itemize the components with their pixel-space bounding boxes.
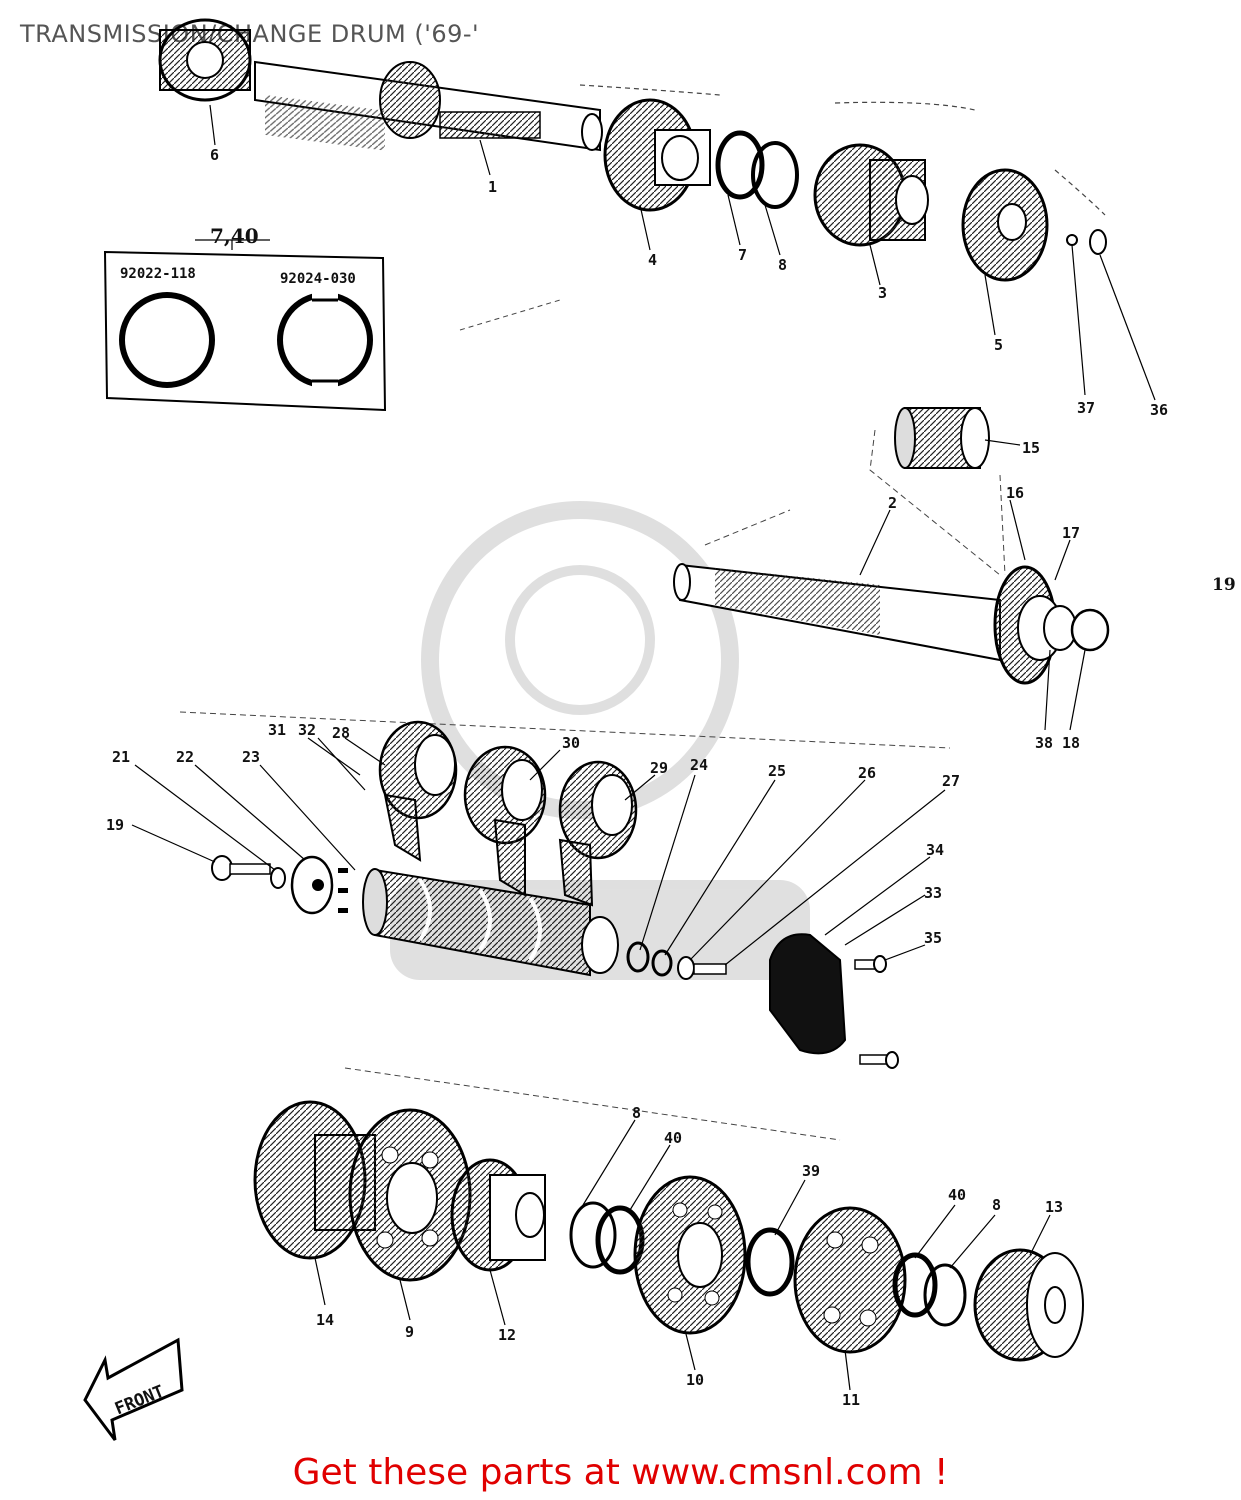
plate-22 — [290, 855, 334, 915]
callout-27: 27 — [942, 772, 960, 790]
callout-39: 39 — [802, 1162, 820, 1180]
washer-21 — [270, 867, 286, 889]
washer-25 — [651, 949, 673, 977]
callout-8-top: 8 — [778, 256, 787, 274]
callout-6: 6 — [210, 146, 219, 164]
callout-8-mid: 8 — [632, 1104, 641, 1122]
gear-10 — [633, 1175, 747, 1335]
inset-circlip-box — [103, 239, 387, 412]
screw-35 — [854, 955, 899, 1069]
footer-link[interactable]: Get these parts at www.cmsnl.com ! — [292, 1452, 949, 1493]
callout-21: 21 — [112, 748, 130, 766]
callout-30: 30 — [562, 734, 580, 752]
callout-14: 14 — [316, 1311, 334, 1329]
nut-18 — [1070, 608, 1110, 652]
callout-3: 3 — [878, 284, 887, 302]
washer-39 — [745, 1227, 795, 1297]
shift-fork-29 — [558, 760, 638, 907]
gear-3 — [813, 143, 929, 247]
callout-2: 2 — [888, 494, 897, 512]
callout-26: 26 — [858, 764, 876, 782]
callout-5: 5 — [994, 336, 1003, 354]
shift-fork-30 — [463, 745, 547, 897]
callout-33: 33 — [924, 884, 942, 902]
callout-31: 31 — [268, 721, 286, 739]
gear-13 — [973, 1248, 1084, 1362]
gear-6 — [158, 18, 252, 102]
callout-12: 12 — [498, 1326, 516, 1344]
inset-ref-label: 7,40 — [210, 224, 259, 248]
callout-15: 15 — [1022, 439, 1040, 457]
callout-8-right: 8 — [992, 1196, 1001, 1214]
callout-11: 11 — [842, 1391, 860, 1409]
callout-16: 16 — [1006, 484, 1024, 502]
callout-7: 7 — [738, 246, 747, 264]
drive-shaft-2 — [673, 563, 1001, 662]
front-arrow-icon — [83, 1337, 184, 1441]
circlip-8b — [569, 1201, 617, 1269]
circlip-36 — [1089, 229, 1107, 255]
gear-5 — [961, 168, 1049, 282]
callout-36: 36 — [1150, 401, 1168, 419]
pin-23 — [338, 868, 348, 913]
callout-24: 24 — [690, 756, 708, 774]
callout-22: 22 — [176, 748, 194, 766]
callout-10: 10 — [686, 1371, 704, 1389]
washer-24 — [626, 941, 650, 973]
callout-28: 28 — [332, 724, 350, 742]
washer-40b — [892, 1252, 938, 1318]
washer-7 — [715, 130, 765, 200]
bolt-26 — [677, 956, 727, 980]
callout-17: 17 — [1062, 524, 1080, 542]
callout-38: 38 — [1035, 734, 1053, 752]
callout-9: 9 — [405, 1323, 414, 1341]
callout-40-left: 40 — [664, 1129, 682, 1147]
change-drum — [362, 868, 619, 977]
inset-part-number-left: 92022-118 — [120, 266, 196, 282]
callout-23: 23 — [242, 748, 260, 766]
callout-37: 37 — [1077, 399, 1095, 417]
side-ref-19: 19 — [1212, 575, 1236, 595]
callout-1: 1 — [488, 178, 497, 196]
main-shaft-1 — [254, 60, 603, 152]
callout-40-right: 40 — [948, 1186, 966, 1204]
gear-11 — [793, 1206, 907, 1354]
callout-13: 13 — [1045, 1198, 1063, 1216]
gear-12 — [450, 1158, 546, 1272]
shift-fork-28 — [378, 720, 458, 862]
needle-bearing-15 — [894, 407, 990, 469]
callout-34: 34 — [926, 841, 944, 859]
gear-4 — [603, 98, 711, 212]
callout-4: 4 — [648, 251, 657, 269]
circlip-8 — [751, 141, 799, 209]
inset-part-number-right: 92024-030 — [280, 271, 356, 287]
callout-32: 32 — [298, 721, 316, 739]
cover-33 — [769, 933, 847, 1055]
gear-9 — [348, 1108, 472, 1282]
callout-19: 19 — [106, 816, 124, 834]
callout-29: 29 — [650, 759, 668, 777]
screw-19 — [211, 855, 271, 881]
callout-35: 35 — [924, 929, 942, 947]
callout-25: 25 — [768, 762, 786, 780]
callout-18: 18 — [1062, 734, 1080, 752]
washer-37 — [1066, 234, 1078, 246]
circlip-8c — [923, 1263, 967, 1327]
